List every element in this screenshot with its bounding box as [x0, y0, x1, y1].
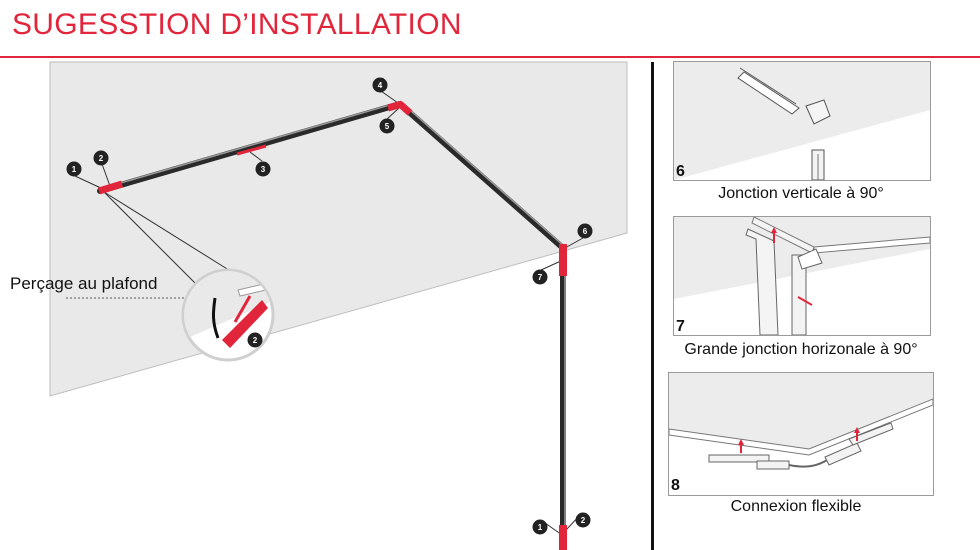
- vertical-divider: [651, 62, 654, 550]
- marker-label: 1: [72, 165, 77, 174]
- marker-badge: [575, 512, 591, 528]
- marker-label: 1: [538, 523, 543, 532]
- bottom-end-cap: [559, 525, 567, 550]
- joiner: [236, 144, 267, 156]
- marker-label: 6: [583, 227, 588, 236]
- marker-badge: [66, 161, 82, 177]
- leader-line: [249, 151, 263, 162]
- installation-diagram: 1 2 3 4 5 6 7 1 2 2: [49, 61, 628, 550]
- marker-label: 2: [581, 516, 586, 525]
- panel-number: 7: [676, 318, 685, 335]
- panel-caption: Grande jonction horizonale à 90°: [684, 341, 918, 358]
- rail-track: [397, 101, 566, 251]
- marker-label: 7: [538, 273, 543, 282]
- title-underline: [0, 56, 980, 58]
- marker-badge: [93, 150, 109, 166]
- marker-badge: [247, 332, 263, 348]
- drilling-label: Perçage au plafond: [10, 274, 158, 293]
- page-title: SUGESSTION D’INSTALLATION: [12, 8, 462, 41]
- callout-leader: [103, 191, 233, 273]
- detail-panel-vertical-junction: 6: [673, 61, 931, 181]
- marker-badge: [255, 161, 271, 177]
- callout-leader: [103, 191, 209, 297]
- flexible-connection-illustration: [669, 373, 933, 470]
- panel-caption: Jonction verticale à 90°: [718, 185, 884, 202]
- marker-label: 2: [99, 154, 104, 163]
- leader-line: [564, 237, 584, 249]
- marker-badge: [577, 223, 593, 239]
- marker-badge: [532, 519, 548, 535]
- detail-panel-flexible-connection: 8: [668, 372, 934, 496]
- panel-caption: Connexion flexible: [730, 498, 862, 515]
- rail-track: [97, 101, 403, 194]
- marker-badge: [532, 269, 548, 285]
- marker-badge: [379, 118, 395, 134]
- leader-line: [74, 175, 104, 190]
- marker-label: 2: [253, 336, 258, 345]
- vertical-joint: [559, 244, 567, 276]
- leader-line: [380, 90, 399, 104]
- leader-line: [101, 163, 111, 187]
- panel-number: 8: [671, 477, 680, 494]
- panel-number: 6: [676, 163, 685, 180]
- corner-joint: [397, 101, 413, 116]
- detail-panel-horizontal-junction: 7: [673, 216, 931, 336]
- marker-badge: [372, 77, 388, 93]
- leader-line: [386, 107, 400, 120]
- marker-label: 4: [378, 81, 383, 90]
- end-cap: [97, 180, 124, 195]
- drilling-magnifier: [181, 268, 275, 362]
- marker-label: 5: [385, 122, 390, 131]
- horizontal-junction-illustration: [674, 217, 930, 335]
- marker-label: 3: [261, 165, 266, 174]
- vertical-junction-illustration: [674, 62, 930, 180]
